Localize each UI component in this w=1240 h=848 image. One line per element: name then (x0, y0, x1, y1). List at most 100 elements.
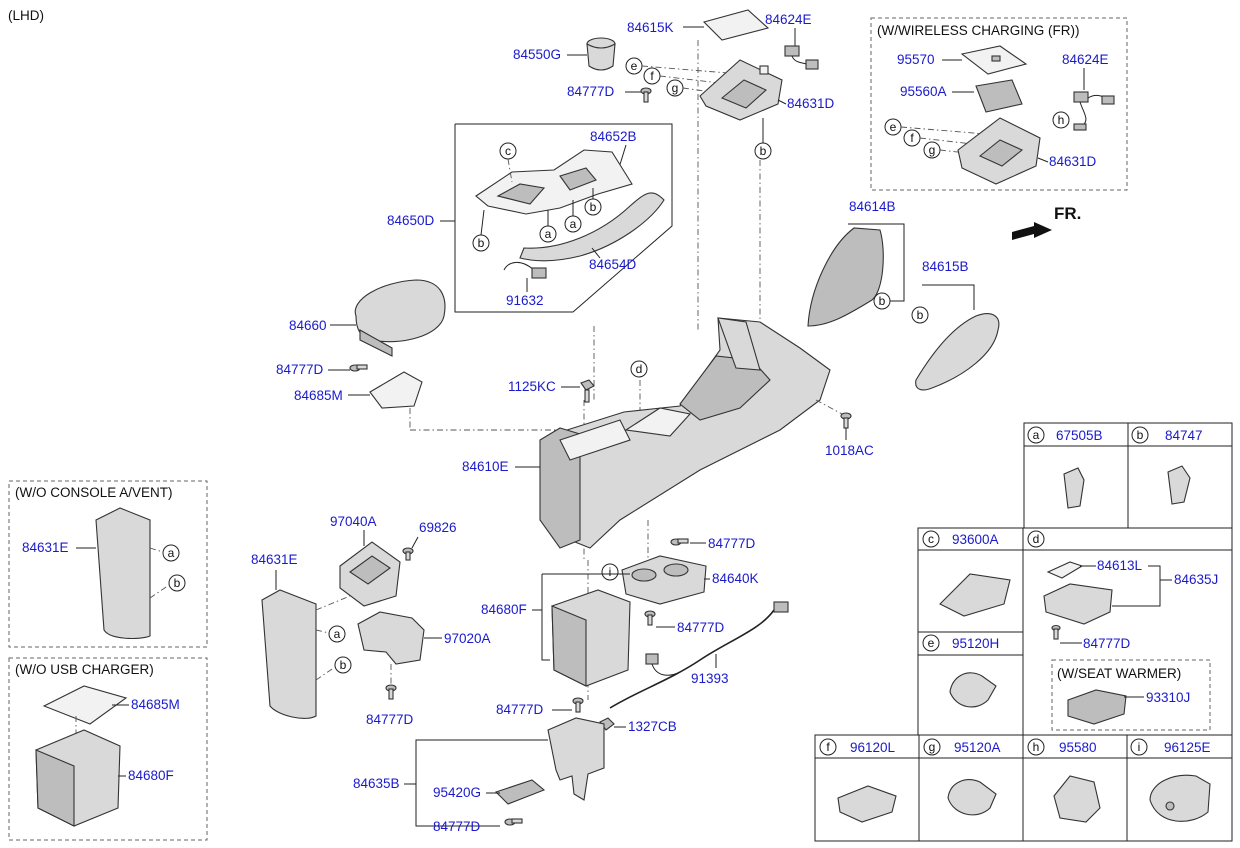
part-label-84777d-arm: 84777D (276, 362, 324, 377)
svg-text:b: b (590, 200, 597, 214)
legend-part-67505b: 67505B (1056, 428, 1103, 443)
aux-icon-96120l (837, 785, 897, 823)
part-label-84680f: 84680F (481, 602, 527, 617)
screw-84777d-top (640, 87, 652, 103)
clip-69826 (402, 547, 414, 561)
wireless-charging-box (870, 17, 1128, 191)
part-label-84631e-a: 84631E (22, 540, 69, 555)
svg-text:f: f (650, 69, 654, 83)
screw-84777d-mid (670, 538, 689, 546)
callout-g-w: g (923, 141, 941, 159)
legend-part-93600a: 93600A (952, 532, 999, 547)
svg-text:FR.: FR. (1054, 204, 1081, 223)
part-label-84550g: 84550G (513, 47, 561, 62)
bin-part-84680f (551, 589, 631, 687)
bin-part-84680f-u (35, 729, 121, 827)
part-label-84631e-b: 84631E (251, 552, 298, 567)
armrest-part-84660 (354, 279, 446, 357)
legend-cell-f: f 96120L (819, 738, 897, 823)
part-label-84640k: 84640K (712, 571, 759, 586)
svg-text:b: b (1137, 428, 1144, 442)
svg-text:b: b (879, 294, 886, 308)
callout-b-vent: b (334, 656, 352, 674)
part-label-95420g: 95420G (433, 785, 481, 800)
part-label-84624e-w: 84624E (1062, 52, 1109, 67)
svg-text:b: b (174, 576, 181, 590)
tray-part-84631d-w (957, 117, 1041, 185)
part-label-84777d-mid: 84777D (708, 536, 756, 551)
harness-part-84624e (784, 45, 819, 70)
callout-a-vent: a (328, 625, 346, 643)
part-label-84654d: 84654D (589, 257, 637, 272)
legend-part-84635j: 84635J (1174, 572, 1218, 587)
part-label-84680f-u: 84680F (128, 768, 174, 783)
svg-text:a: a (1033, 428, 1040, 442)
usb-icon-95120h (949, 672, 997, 708)
cup-part-84550g (586, 37, 616, 71)
legend-part-95120a: 95120A (954, 740, 1001, 755)
legend-part-84747: 84747 (1165, 428, 1203, 443)
pad-icon-84613l (1046, 561, 1084, 579)
svg-text:d: d (1033, 532, 1040, 546)
module-part-95560a (975, 79, 1023, 113)
front-direction-arrow: FR. (1012, 204, 1081, 240)
cover-part-84631e-a (95, 507, 151, 640)
callout-b-bezel-1: b (584, 198, 602, 216)
legend-part-84777d: 84777D (1083, 636, 1131, 651)
callout-b-novent: b (168, 574, 186, 592)
svg-text:a: a (570, 217, 577, 231)
module-icon-95580 (1053, 775, 1101, 823)
svg-text:e: e (890, 120, 897, 134)
part-label-84777d-bin: 84777D (677, 620, 725, 635)
legend-cell-c: c 93600A (922, 530, 1011, 617)
svg-text:i: i (1138, 740, 1141, 754)
pad-part-84615k (702, 9, 770, 41)
switch-icon-93600a (939, 573, 1011, 617)
screw-84777d-bottom (504, 818, 523, 826)
screw-84777d-arm (349, 364, 368, 372)
svg-text:h: h (1058, 113, 1065, 127)
part-label-1018ac: 1018AC (825, 443, 874, 458)
part-label-84610e: 84610E (462, 459, 509, 474)
svg-text:a: a (334, 627, 341, 641)
part-label-84777d-low: 84777D (496, 702, 544, 717)
legend-cell-g: g 95120A (923, 738, 1001, 816)
console-body-part-84610e (539, 317, 831, 549)
screw-84777d-bin (644, 610, 656, 626)
part-label-84777d-top: 84777D (567, 84, 615, 99)
part-label-1125kc: 1125KC (508, 379, 556, 394)
socket-icon-96125e (1149, 774, 1211, 822)
vent-part-97040a (339, 541, 401, 607)
svg-text:a: a (545, 227, 552, 241)
callout-h-w: h (1052, 111, 1070, 129)
duct-part-97020a (357, 611, 425, 665)
callout-a-2: a (564, 215, 582, 233)
callout-e-w: e (884, 118, 902, 136)
svg-text:b: b (478, 236, 485, 250)
svg-text:h: h (1033, 740, 1040, 754)
svg-text:b: b (760, 144, 767, 158)
variant-label: (LHD) (8, 8, 44, 23)
part-label-95560a: 95560A (900, 84, 947, 99)
callout-b-tray: b (754, 142, 772, 160)
part-label-1327cb: 1327CB (628, 719, 677, 734)
screw-84777d-vent (385, 684, 397, 700)
legend-cell-a: a 67505B (1027, 426, 1103, 509)
no-usb-box (8, 657, 208, 841)
callout-i-bin: i (601, 563, 619, 581)
svg-text:g: g (929, 143, 936, 157)
legend-cell-b: b 84747 (1131, 426, 1203, 505)
svg-text:e: e (928, 636, 935, 650)
svg-text:g: g (672, 81, 679, 95)
mat-part-84685m-u (42, 685, 128, 725)
screw-1018ac (840, 412, 852, 429)
svg-text:e: e (631, 59, 638, 73)
switch-icon-93310j (1067, 689, 1127, 725)
screw-icon-84777d-legend (1051, 624, 1061, 640)
legend-table (814, 422, 1233, 842)
part-label-84615k: 84615K (627, 20, 674, 35)
side-panel-part-84614b (807, 227, 884, 327)
legend-cell-e: e 95120H (922, 634, 999, 708)
no-vent-box (8, 480, 208, 648)
